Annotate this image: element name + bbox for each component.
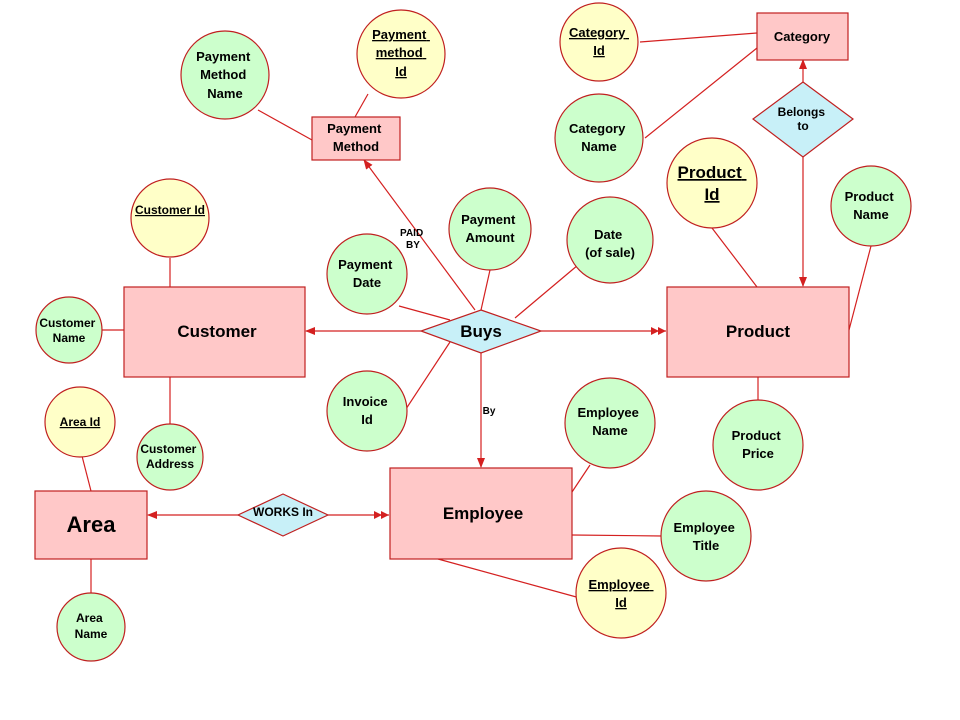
attribute-payment-date: Payment Date bbox=[326, 233, 408, 315]
relationship-buys: Buys bbox=[419, 309, 543, 354]
entity-customer: Customer bbox=[123, 286, 306, 378]
conn-product-name bbox=[848, 245, 872, 331]
svg-text:Employee Name: Employee Name bbox=[577, 405, 642, 438]
attribute-customer-id: Customer Id bbox=[130, 178, 210, 258]
relationship-belongs-to: Belongs to bbox=[751, 81, 855, 158]
svg-text:Customer Id: Customer Id bbox=[135, 203, 205, 217]
conn-category-id bbox=[639, 32, 758, 43]
svg-text:Employee Id: Employee Id bbox=[588, 577, 653, 610]
attribute-area-name: Area Name bbox=[56, 592, 126, 662]
entity-employee: Employee bbox=[389, 467, 573, 560]
attribute-payment-method-name: Payment Method Name bbox=[180, 30, 270, 120]
svg-text:Area Id: Area Id bbox=[60, 415, 101, 429]
svg-text:Product Name: Product Name bbox=[845, 189, 898, 222]
connectors bbox=[81, 32, 872, 599]
svg-text:Product Price: Product Price bbox=[732, 428, 785, 461]
attribute-date-of-sale: Date (of sale) bbox=[566, 196, 654, 284]
svg-text:Area: Area bbox=[67, 512, 117, 537]
conn-payment-method-name bbox=[257, 109, 313, 141]
entity-product: Product bbox=[666, 286, 850, 378]
svg-text:Payment Method: Payment Method bbox=[327, 121, 385, 154]
attribute-employee-id: Employee Id bbox=[575, 547, 667, 639]
svg-text:Belongs to: Belongs to bbox=[778, 105, 829, 133]
svg-text:Employee Title: Employee Title bbox=[673, 520, 738, 553]
svg-text:Payment Date: Payment Date bbox=[338, 257, 396, 290]
svg-text:Area Name: Area Name bbox=[75, 611, 108, 641]
attribute-customer-address: Customer Address bbox=[136, 423, 204, 491]
svg-text:Invoice Id: Invoice Id bbox=[343, 394, 391, 427]
attribute-product-id: Product Id bbox=[666, 137, 758, 229]
conn-employee-title bbox=[571, 534, 663, 537]
conn-employee-id bbox=[437, 558, 581, 599]
svg-text:Date (of sale): Date (of sale) bbox=[585, 227, 635, 260]
svg-text:Payment method Id: Payment method Id bbox=[372, 27, 430, 79]
conn-category-name bbox=[644, 47, 758, 139]
entity-area: Area bbox=[34, 490, 148, 560]
attribute-product-price: Product Price bbox=[712, 399, 804, 491]
attribute-customer-name: Customer Name bbox=[35, 296, 103, 364]
relationship-works-in: WORKS In bbox=[236, 493, 330, 537]
svg-text:Product: Product bbox=[726, 322, 791, 341]
svg-text:Payment Method Nam: Payment Method Name bbox=[196, 49, 254, 101]
conn-invoice-id bbox=[403, 341, 451, 413]
svg-text:Customer: Customer bbox=[177, 322, 257, 341]
conn-employee-name bbox=[571, 464, 591, 493]
attribute-invoice-id: Invoice Id bbox=[326, 370, 408, 452]
svg-text:WORKS In: WORKS In bbox=[253, 505, 313, 519]
svg-text:Customer Address: Customer Address bbox=[140, 442, 199, 471]
svg-text:Buys: Buys bbox=[460, 322, 502, 341]
svg-text:Employee: Employee bbox=[443, 504, 523, 523]
entity-category: Category bbox=[756, 12, 849, 61]
attribute-category-name: Category Name bbox=[554, 93, 644, 183]
attribute-payment-amount: Payment Amount bbox=[448, 187, 532, 271]
conn-product-id bbox=[711, 227, 758, 288]
label-paid-by: PAID BY bbox=[400, 228, 426, 251]
conn-payment-method-id bbox=[354, 93, 369, 118]
conn-date-of-sale bbox=[514, 264, 579, 319]
attribute-employee-title: Employee Title bbox=[660, 490, 752, 582]
label-by: By bbox=[483, 406, 496, 417]
conn-area-id bbox=[81, 455, 92, 492]
svg-text:Payment Amount: Payment Amount bbox=[461, 212, 519, 245]
attribute-employee-name: Employee Name bbox=[564, 377, 656, 469]
conn-payment-date bbox=[398, 305, 451, 321]
svg-text:Category Id: Category Id bbox=[569, 25, 629, 58]
svg-text:Product Id: Product Id bbox=[678, 163, 747, 204]
entity-payment-method: Payment Method bbox=[311, 116, 401, 161]
svg-text:Category Name: Category Name bbox=[569, 121, 629, 154]
attribute-category-id: Category Id bbox=[559, 2, 639, 82]
svg-text:Customer Name: Customer Name bbox=[39, 316, 98, 345]
arrow-buys-payment-method bbox=[363, 159, 476, 311]
conn-payment-amount bbox=[480, 269, 491, 311]
attribute-product-name: Product Name bbox=[830, 165, 912, 247]
svg-text:Category: Category bbox=[774, 29, 831, 44]
attribute-payment-method-id: Payment method Id bbox=[356, 9, 446, 99]
attribute-area-id: Area Id bbox=[44, 386, 116, 458]
